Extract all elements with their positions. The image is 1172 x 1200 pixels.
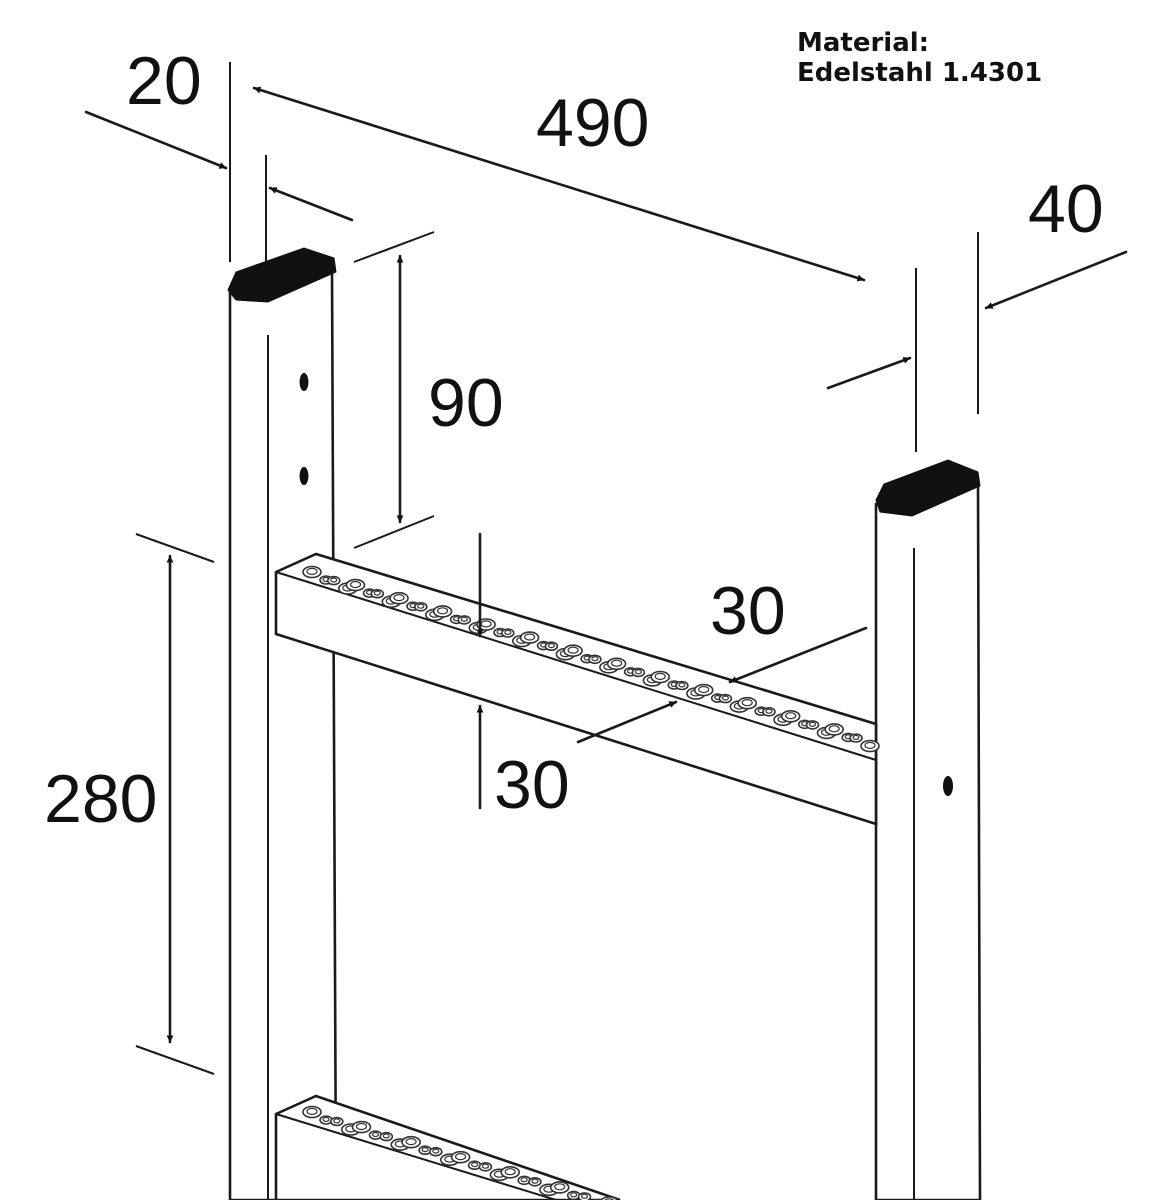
dim-280-label: 280 xyxy=(44,761,157,837)
dim-490-line xyxy=(252,86,866,282)
rung-hole-inner xyxy=(432,1148,440,1154)
dim-30-depth-arrow-left xyxy=(576,700,678,744)
rung-hole-inner xyxy=(455,1152,467,1161)
rung-hole-inner xyxy=(504,1168,516,1176)
rung-hole-inner xyxy=(333,1118,341,1124)
dim-30-depth-arrow-right xyxy=(728,626,868,684)
rung-hole-inner xyxy=(547,642,556,649)
upper-rung-back-edge xyxy=(315,553,877,725)
rung-hole-inner xyxy=(306,567,318,576)
dim-90-ext-bottom xyxy=(353,515,435,549)
dim-490-label: 490 xyxy=(536,85,649,161)
dim-20-label: 20 xyxy=(126,43,202,119)
lower-rung xyxy=(274,1094,621,1200)
dim-40-label: 40 xyxy=(1028,171,1104,247)
left-rail-hole-1 xyxy=(299,373,309,391)
right-rail-cap xyxy=(875,459,981,517)
rung-hole-inner xyxy=(580,1193,589,1199)
rung-hole-inner xyxy=(481,1163,489,1169)
dim-inner-width: 490 xyxy=(252,85,917,452)
dim-20-arrow-right xyxy=(268,186,354,222)
rung-hole-inner xyxy=(634,669,643,675)
lower-rung-front-edge xyxy=(275,1113,557,1200)
right-rail xyxy=(874,459,982,1200)
rung-hole-inner xyxy=(393,593,405,602)
rung-hole-inner xyxy=(864,741,876,750)
rung-hole-inner xyxy=(306,1107,318,1116)
dim-90-label: 90 xyxy=(428,365,504,441)
dim-40-arrow-right xyxy=(984,250,1128,310)
rung-hole-inner xyxy=(570,1192,578,1198)
rung-hole-inner xyxy=(678,682,686,688)
rung-hole-inner xyxy=(520,1177,528,1183)
rung-hole-inner xyxy=(460,616,468,622)
left-rail-body xyxy=(228,268,338,1200)
dim-90-ext-top xyxy=(353,231,435,263)
upper-rung-holes xyxy=(302,565,880,753)
dim-20-arrow-left xyxy=(84,110,228,170)
dim-rung-height: 30 xyxy=(476,532,570,823)
upper-rung-body xyxy=(274,552,878,826)
rung-hole-inner xyxy=(417,603,425,609)
dim-30-height-label: 30 xyxy=(494,747,570,823)
rung-hole-inner xyxy=(698,685,710,694)
dim-top-offset: 90 xyxy=(353,231,504,549)
right-rail-body xyxy=(874,478,982,1200)
rung-hole-inner xyxy=(531,1178,539,1184)
rung-hole-inner xyxy=(421,1146,429,1153)
dim-40-arrow-left xyxy=(826,356,912,390)
rung-hole-inner xyxy=(554,1183,566,1191)
rung-hole-inner xyxy=(567,646,579,654)
rung-hole-inner xyxy=(765,708,773,714)
material-grade: Edelstahl 1.4301 xyxy=(797,58,1043,88)
rung-hole-inner xyxy=(471,1161,479,1168)
rung-hole-inner xyxy=(654,672,666,681)
rung-hole-inner xyxy=(504,629,512,636)
rung-hole-inner xyxy=(371,1131,380,1138)
rung-hole-inner xyxy=(591,656,599,662)
rung-hole-inner xyxy=(808,721,817,727)
dim-280-ext-bottom xyxy=(135,1045,215,1075)
dim-rung-depth: 30 xyxy=(576,573,868,744)
rung-hole-inner xyxy=(355,1122,368,1131)
rung-hole-inner xyxy=(721,695,730,701)
upper-rung-front-edge xyxy=(275,571,877,761)
rung-hole-inner xyxy=(373,590,381,596)
dim-280-ext-top xyxy=(135,533,215,563)
rung-hole-inner xyxy=(852,734,860,741)
dim-rail-depth: 40 xyxy=(826,171,1128,414)
rung-hole-inner xyxy=(349,580,362,589)
material-label: Material: Edelstahl 1.4301 xyxy=(797,28,1042,88)
right-rail-hole xyxy=(943,776,953,796)
rung-hole-inner xyxy=(523,633,536,641)
rung-hole-inner xyxy=(480,620,492,628)
lower-rung-body xyxy=(274,1094,621,1200)
rung-hole-inner xyxy=(828,725,840,733)
rung-hole-inner xyxy=(610,659,623,667)
rung-hole-inner xyxy=(382,1133,390,1139)
dim-30-depth-label: 30 xyxy=(710,573,786,649)
lower-rung-holes xyxy=(302,1105,619,1200)
rung-hole-inner xyxy=(785,712,797,720)
left-rail-hole-2 xyxy=(299,467,309,485)
rung-hole-inner xyxy=(437,607,449,615)
rung-hole-inner xyxy=(330,577,338,583)
rung-hole-inner xyxy=(405,1137,417,1146)
left-rail xyxy=(227,247,338,1200)
dim-rung-spacing: 280 xyxy=(44,533,215,1075)
rung-hole-inner xyxy=(322,1116,330,1123)
rung-hole-inner xyxy=(741,698,753,707)
upper-rung xyxy=(274,552,880,826)
material-heading: Material: xyxy=(797,28,930,58)
dim-rail-thickness: 20 xyxy=(84,43,354,262)
